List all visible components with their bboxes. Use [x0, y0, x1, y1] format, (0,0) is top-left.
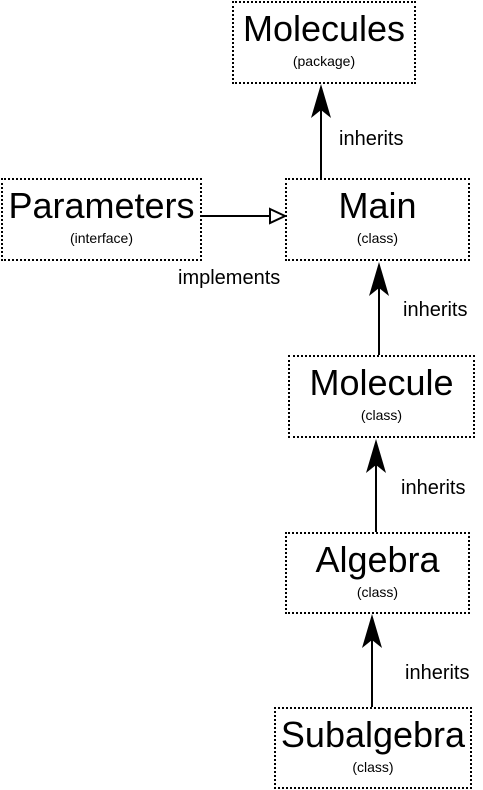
node-kind: (package) — [292, 53, 356, 69]
parameters-to-main-arrowhead — [269, 207, 288, 225]
node-kind: (class) — [360, 407, 403, 423]
node-kind: (class) — [352, 759, 394, 775]
molecule-node: Molecule (class) — [288, 355, 475, 438]
subalgebra-to-algebra-arrowhead — [362, 614, 382, 648]
node-name: Molecule — [309, 362, 454, 403]
main-molecules-relation-label: inherits — [339, 128, 404, 150]
algebra-molecule-relation-label: inherits — [401, 477, 466, 499]
node-kind: (class) — [356, 584, 399, 600]
node-name: Algebra — [315, 539, 440, 580]
node-name: Parameters — [8, 185, 195, 226]
molecule-to-main-arrowhead — [369, 262, 389, 296]
main-node: Main (class) — [285, 178, 470, 261]
subalgebra-algebra-relation-label: inherits — [405, 662, 470, 684]
node-kind: (interface) — [69, 230, 134, 246]
molecule-main-relation-label: inherits — [403, 299, 468, 321]
parameters-node: Parameters (interface) — [1, 178, 202, 261]
node-kind: (class) — [356, 230, 399, 246]
algebra-node: Algebra (class) — [285, 532, 470, 614]
node-name: Molecules — [242, 8, 406, 49]
subalgebra-node: Subalgebra (class) — [274, 707, 472, 789]
main-to-molecules-arrowhead — [311, 84, 331, 118]
node-name: Subalgebra — [280, 714, 466, 755]
algebra-to-molecule-arrowhead — [366, 439, 386, 473]
node-name: Main — [338, 185, 417, 226]
parameters-main-relation-label: implements — [178, 267, 281, 289]
molecules-node: Molecules (package) — [232, 1, 416, 84]
